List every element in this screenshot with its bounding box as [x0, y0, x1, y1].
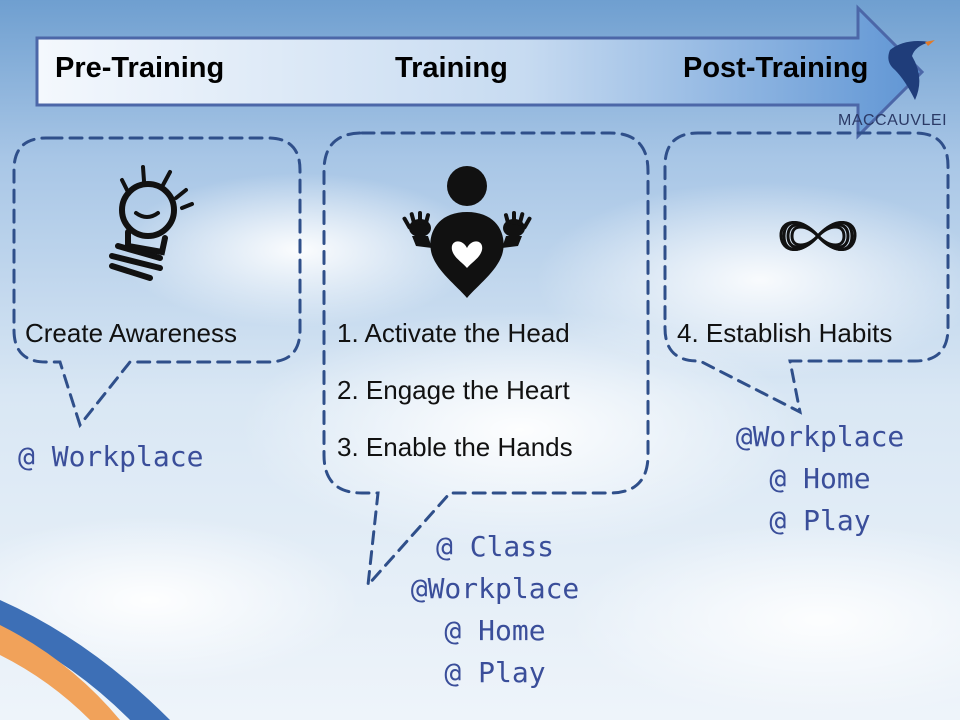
training-item-hands: 3. Enable the Hands	[337, 432, 573, 462]
training-item-heart: 2. Engage the Heart	[337, 375, 570, 405]
phase-training: Training	[395, 52, 508, 84]
location-post-home: @ Home	[769, 462, 871, 495]
location-training-home: @ Home	[444, 614, 546, 647]
bubble-post	[663, 131, 950, 415]
training-item-head: 1. Activate the Head	[337, 318, 570, 348]
bubble-pre	[12, 136, 302, 429]
bubble-training	[322, 131, 650, 590]
location-training-play: @ Play	[444, 656, 546, 689]
phase-pre-training: Pre-Training	[55, 52, 225, 84]
phase-post-training: Post-Training	[683, 52, 869, 84]
pre-training-label: Create Awareness	[25, 318, 237, 348]
post-training-item-habits: 4. Establish Habits	[677, 318, 893, 348]
location-training-class: @ Class	[435, 530, 555, 563]
bird-logo-icon	[888, 40, 935, 100]
location-training-workplace: @Workplace	[410, 572, 580, 605]
brand-text: MACCAUVLEI	[838, 112, 948, 129]
location-post-workplace: @Workplace	[735, 420, 905, 453]
location-pre-workplace: @ Workplace	[18, 440, 204, 473]
location-post-play: @ Play	[769, 504, 871, 537]
